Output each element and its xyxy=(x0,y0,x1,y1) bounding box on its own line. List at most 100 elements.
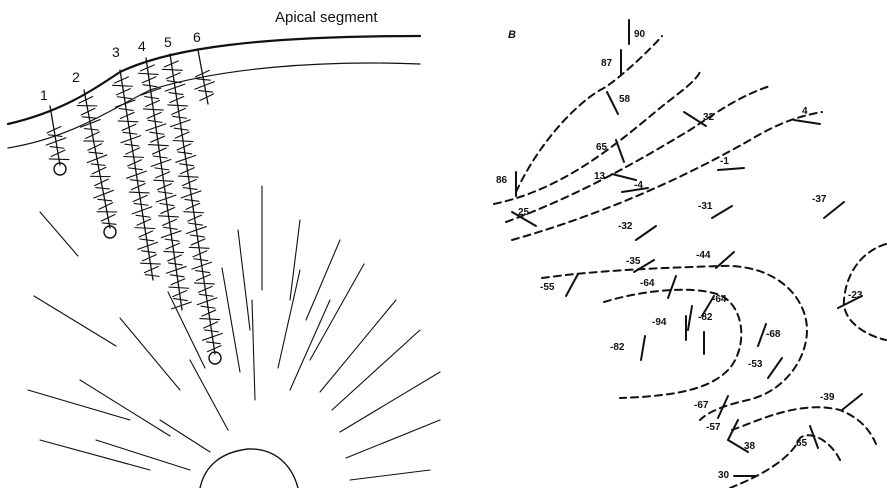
track-label-3: 3 xyxy=(112,44,120,60)
angle-label: 4 xyxy=(802,106,808,117)
apical-segment-caption: Apical segment xyxy=(275,9,378,26)
track-label-1: 1 xyxy=(40,87,48,103)
tick-minus-68 xyxy=(757,323,767,347)
track-label-2: 2 xyxy=(72,69,80,85)
track-drawing: Apical segment 1 2 3 4 5 6 xyxy=(6,9,441,488)
fibre-line xyxy=(289,219,301,301)
tick-minus-55 xyxy=(565,273,579,297)
tick-minus-1 xyxy=(717,167,745,171)
tick-minus-32 xyxy=(635,225,657,241)
fibre-line xyxy=(33,295,117,347)
tick-65 xyxy=(615,139,625,163)
angle-label: -35 xyxy=(626,256,641,267)
angle-label: 25 xyxy=(518,207,530,218)
track-label-4: 4 xyxy=(138,38,146,54)
angle-label: 13 xyxy=(594,171,606,182)
tick-minus-39 xyxy=(841,393,863,411)
angle-label: 32 xyxy=(703,112,715,123)
tick-minus-57 xyxy=(727,419,739,441)
fibre-line xyxy=(277,269,301,369)
angle-labels: 90 87 58 32 4 65 86 13 -1 -4 25 -31 -37 … xyxy=(496,29,863,481)
tick-minus-64-a xyxy=(667,275,677,299)
fibre-line xyxy=(159,419,211,453)
radial-fibres xyxy=(27,185,441,481)
fibre-line xyxy=(331,329,421,411)
fibre-line xyxy=(305,239,341,321)
fibre-line xyxy=(189,359,229,431)
angle-label: -67 xyxy=(694,400,709,411)
angle-label: -94 xyxy=(652,317,667,328)
fibre-line xyxy=(39,211,79,257)
fibre-line xyxy=(289,299,331,391)
electrode-track-diagram: Apical segment 1 2 3 4 5 6 xyxy=(6,9,441,488)
angle-label: 65 xyxy=(796,438,808,449)
angle-label: -55 xyxy=(540,282,555,293)
tick-32 xyxy=(683,111,707,127)
orientation-map-drawing: B xyxy=(493,19,887,488)
boundary-3 xyxy=(505,85,771,223)
tick-minus-64-b xyxy=(701,295,715,317)
boundary-7 xyxy=(842,243,887,341)
lesion-marker xyxy=(53,162,67,176)
boundary-9 xyxy=(729,434,841,488)
fibre-line xyxy=(319,299,397,393)
angle-label: -82 xyxy=(610,342,625,353)
tick-minus-31 xyxy=(711,205,733,219)
fibre-line xyxy=(345,419,441,459)
electrode-track-4 xyxy=(137,57,192,311)
angle-label: -32 xyxy=(618,221,633,232)
fibre-line xyxy=(349,469,431,481)
dashed-boundaries xyxy=(493,35,887,488)
tick-minus-67 xyxy=(717,395,729,419)
electrode-track-2 xyxy=(76,89,118,239)
tick-38 xyxy=(727,439,749,453)
tick-minus-82-b xyxy=(640,335,646,361)
electrode-track-1 xyxy=(45,105,70,176)
fibre-line xyxy=(119,317,181,391)
angle-label: -1 xyxy=(720,156,729,167)
boundary-8 xyxy=(731,406,877,445)
angle-label: 38 xyxy=(744,441,756,452)
white-matter-dome xyxy=(199,448,299,488)
tick-25 xyxy=(511,211,537,227)
orientation-ticks xyxy=(511,19,863,477)
track-label-5: 5 xyxy=(164,34,172,50)
tick-minus-37 xyxy=(823,201,845,219)
electrode-track-6 xyxy=(194,49,215,105)
angle-label: -64 xyxy=(640,278,655,289)
angle-label: -37 xyxy=(812,194,827,205)
angle-label: -68 xyxy=(766,329,781,340)
angle-label: 86 xyxy=(496,175,508,186)
boundary-4 xyxy=(511,111,823,241)
angle-label: -31 xyxy=(698,201,713,212)
angle-label: -53 xyxy=(748,359,763,370)
orientation-map: B xyxy=(480,0,888,488)
angle-label: -82 xyxy=(698,312,713,323)
angle-label: -44 xyxy=(696,250,711,261)
tick-minus-53 xyxy=(767,357,783,379)
tick-minus-23 xyxy=(837,295,863,309)
boundary-6 xyxy=(603,288,743,399)
tick-minus-82-a xyxy=(687,305,693,331)
lesion-marker xyxy=(208,351,222,365)
fibre-line xyxy=(237,229,251,331)
fibre-line xyxy=(79,379,171,437)
boundary-1 xyxy=(515,35,663,193)
fibre-line xyxy=(39,439,151,471)
angle-label: -57 xyxy=(706,422,721,433)
tick-58 xyxy=(606,91,619,115)
angle-label: -39 xyxy=(820,392,835,403)
fibre-line xyxy=(251,299,256,401)
electrode-track-5 xyxy=(161,53,223,365)
angle-label: 65 xyxy=(596,142,608,153)
fibre-line xyxy=(167,291,206,369)
fibre-line xyxy=(221,267,241,373)
angle-label: 87 xyxy=(601,58,613,69)
fibre-line xyxy=(27,389,131,421)
tick-13 xyxy=(611,173,637,181)
angle-label: -23 xyxy=(848,290,863,301)
track-label-6: 6 xyxy=(193,29,201,45)
tick-minus-35 xyxy=(633,259,655,273)
inner-boundary-line xyxy=(7,62,421,149)
tick-65-b xyxy=(809,425,819,449)
